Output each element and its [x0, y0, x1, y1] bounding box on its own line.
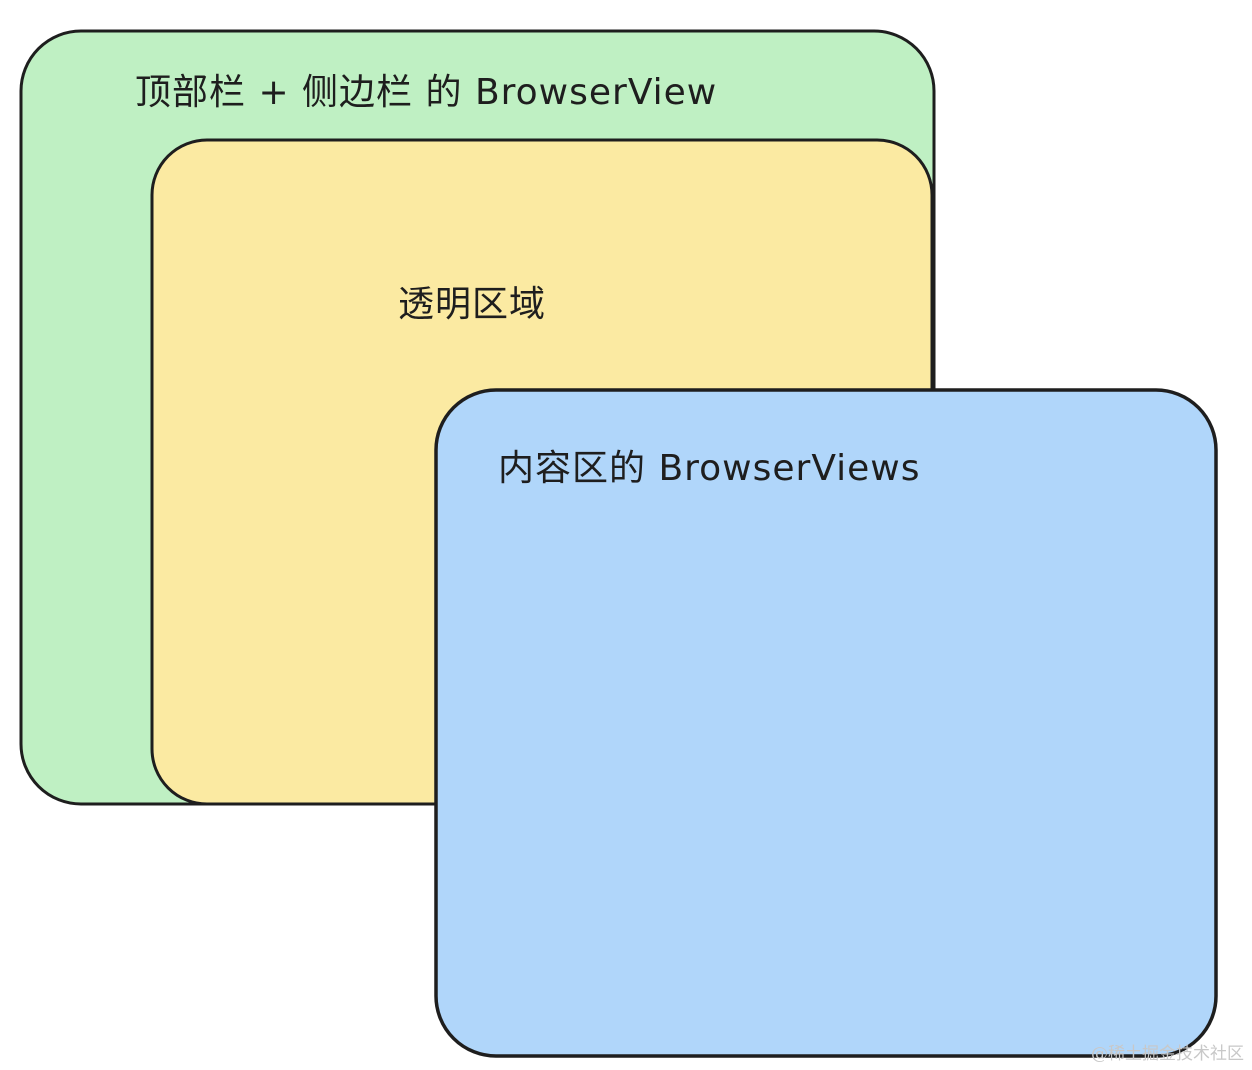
- transparent-area-label: 透明区域: [398, 284, 547, 325]
- content-box-label: 内容区的 BrowserViews: [498, 448, 921, 489]
- watermark: @稀土掘金技术社区: [1091, 1044, 1244, 1064]
- outer-box-label: 顶部栏 + 侧边栏 的 BrowserView: [135, 72, 718, 113]
- content-browserviews-box: [434, 388, 1218, 1058]
